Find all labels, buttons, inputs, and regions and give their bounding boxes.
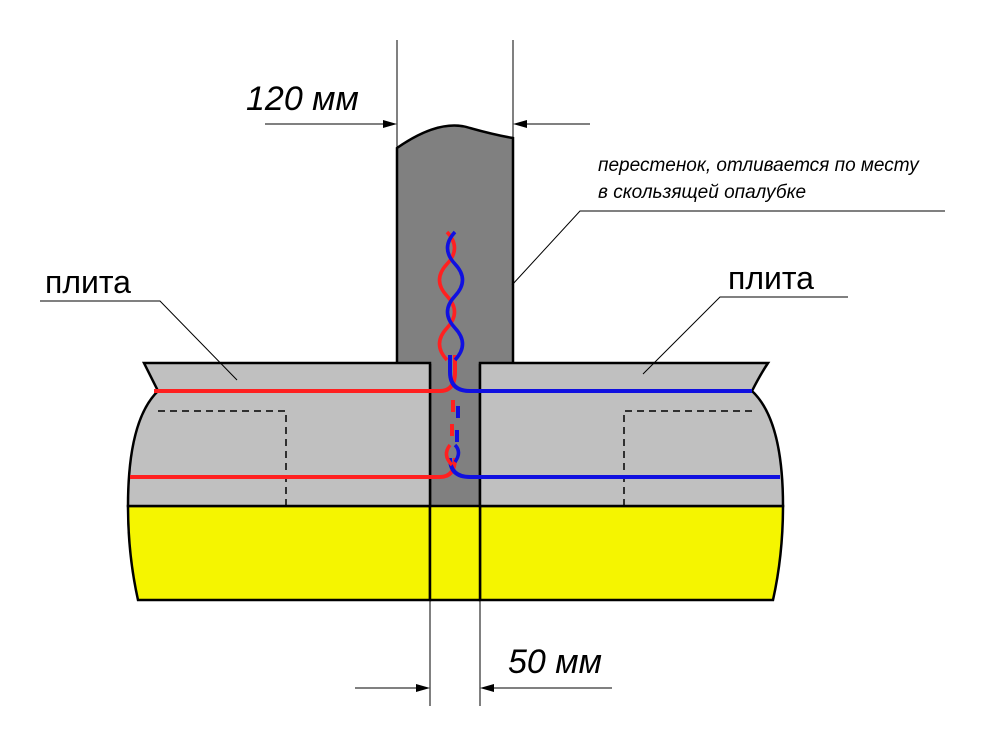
hollow-core-right <box>623 410 752 506</box>
twisted-wire-red <box>437 230 457 362</box>
base-layer-right <box>478 504 785 602</box>
dim-120-arrow-left <box>383 120 397 128</box>
twisted-wire-blue <box>445 230 465 362</box>
wire-dots-blue <box>455 406 460 442</box>
dim-120-label: 120 мм <box>246 80 359 118</box>
rebar-right-top <box>448 355 752 393</box>
dim-120-arrow-right <box>513 120 527 128</box>
slab-left <box>126 361 432 508</box>
leader-slab-right <box>642 296 848 375</box>
dim-50-label: 50 мм <box>508 643 602 681</box>
base-layer-gap <box>430 506 480 600</box>
leader-wall-note <box>511 210 945 286</box>
leader-slab-left <box>40 300 238 381</box>
wall-note-line1: перестенок, отливается по месту <box>598 155 920 176</box>
slab-right-label: плита <box>728 260 814 296</box>
dim-50-arrow-right <box>480 684 494 692</box>
wire-lower-blue <box>453 443 461 464</box>
base-layer-left <box>126 504 432 602</box>
wire-dots-red <box>450 400 455 436</box>
wire-lower-red <box>444 443 454 467</box>
rebar-left-top <box>154 355 457 393</box>
dim-50-arrow-left <box>416 684 430 692</box>
wall-note-line2: в скользящей опалубке <box>598 182 806 203</box>
slab-left-label: плита <box>45 264 131 300</box>
slab-right <box>478 361 785 508</box>
hollow-core-left <box>158 410 287 506</box>
